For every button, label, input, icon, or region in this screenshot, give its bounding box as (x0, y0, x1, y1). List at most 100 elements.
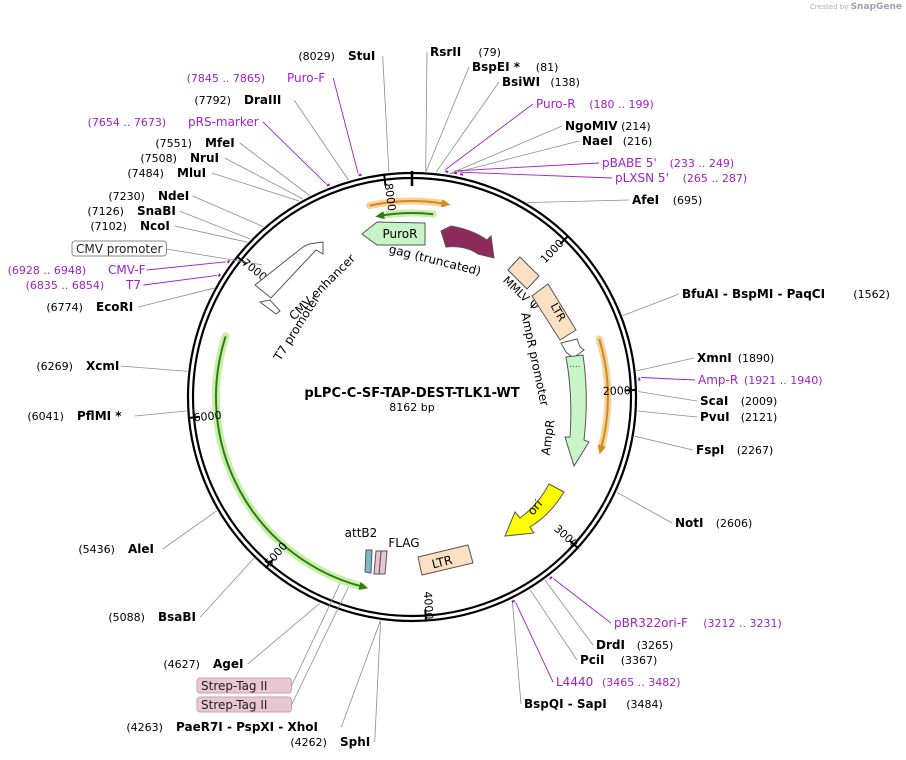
enzyme-leader (511, 599, 522, 705)
primer-name: pRS-marker (188, 115, 259, 129)
enzyme-name: NotI (675, 516, 704, 530)
enzyme-leader (179, 210, 251, 240)
primer-name: pBR322ori-F (614, 616, 688, 630)
enzyme-coord: (5088) (108, 611, 145, 624)
enzyme-leader (435, 81, 500, 173)
enzyme-leader (637, 410, 698, 418)
primer-amp-r[interactable]: Amp-R(1921 .. 1940) (638, 373, 823, 387)
primer-puro-f[interactable]: (7845 .. 7865)Puro-F (187, 71, 362, 177)
enzyme-name: MluI (177, 166, 206, 180)
tick-label-6000: 6000 (193, 409, 222, 425)
enzyme-name: NaeI (582, 134, 613, 148)
enzyme-name: BspQI - SapI (524, 697, 607, 711)
primer-pbr322ori-f[interactable]: pBR322ori-F (3212 .. 3231) (548, 576, 782, 630)
enzyme-leader (637, 391, 698, 402)
enzyme-site-noti[interactable]: NotI (2606) (616, 491, 753, 530)
enzyme-leader (162, 510, 217, 550)
enzyme-name: SphI (340, 735, 370, 749)
enzyme-site-rsrii[interactable]: RsrII(79) (425, 45, 501, 172)
enzyme-site-bspei-[interactable]: BspEI *(81) (425, 60, 558, 172)
enzyme-site-bspqi-sapi[interactable]: BspQI - SapI(3484) (511, 599, 663, 711)
enzyme-site-ndei[interactable]: (7230)NdeI (108, 189, 264, 228)
feature-box-leader (291, 586, 349, 706)
primer-cmv-f[interactable]: (6928 .. 6948)CMV-F (8, 259, 231, 277)
primer-l4440[interactable]: L4440(3465 .. 3482) (511, 599, 681, 689)
enzyme-site-mfei[interactable]: (7551)MfeI (155, 136, 310, 196)
enzyme-site-fspi[interactable]: FspI(2267) (634, 435, 774, 457)
primer-leader (146, 261, 227, 271)
enzyme-site-bsabi[interactable]: (5088) BsaBI (108, 558, 255, 624)
primer-leader (262, 121, 327, 185)
primer-t7[interactable]: (6835 .. 6854)T7 (26, 273, 221, 292)
enzyme-coord: (6269) (36, 360, 73, 373)
enzyme-site-pcii[interactable]: PciI(3367) (529, 589, 658, 667)
primer-name: CMV-F (108, 263, 146, 277)
enzyme-leader (120, 365, 188, 372)
enzyme-site-ecori[interactable]: (6774)EcoRI (46, 287, 214, 314)
enzyme-leader (425, 51, 428, 172)
enzyme-coord: (695) (673, 194, 703, 207)
enzyme-coord: (8029) (298, 50, 335, 63)
enzyme-leader (138, 287, 214, 308)
boxed-feature-strep-tag-ii[interactable]: Strep-Tag II (196, 583, 341, 694)
enzyme-leader (239, 142, 310, 196)
feature-ampr-promoter-label: AmpR promoter (518, 311, 552, 407)
enzyme-site-ngomiv[interactable]: NgoMIV(214) (448, 119, 651, 175)
enzyme-name: XmnI (697, 351, 732, 365)
enzyme-site-xcmi[interactable]: (6269)XcmI (36, 359, 188, 373)
boxed-feature-cmv-promoter[interactable]: CMV promoter (71, 240, 263, 266)
orf-head-left (358, 582, 369, 590)
enzyme-site-bfuai-bspmi-paqci[interactable]: BfuAI - BspMI - PaqCI(1562) (622, 287, 890, 316)
enzyme-site-xmni[interactable]: XmnI(1890) (636, 351, 775, 372)
enzyme-coord: (7792) (194, 94, 231, 107)
primer-mark (326, 183, 331, 187)
enzyme-site-snabi[interactable]: (7126)SnaBI (87, 204, 251, 240)
enzyme-coord: (7102) (90, 220, 127, 233)
primer-plxsn-5-[interactable]: pLXSN 5'(265 .. 287) (459, 171, 747, 185)
snapgene-brand: Created by SnapGene (810, 2, 902, 12)
primer-range: (3212 .. 3231) (703, 617, 782, 630)
enzyme-name: RsrII (430, 45, 461, 59)
enzyme-coord: (3367) (621, 654, 658, 667)
enzyme-site-draiii[interactable]: (7792)DraIII (194, 93, 349, 181)
enzyme-coord: (2009) (741, 395, 778, 408)
primer-pbabe-5-[interactable]: pBABE 5'(233 .. 249) (453, 156, 734, 175)
primer-name: T7 (125, 278, 141, 292)
enzyme-site-afei[interactable]: AfeI(695) (527, 193, 702, 207)
primer-puro-r[interactable]: Puro-R(180 .. 199) (445, 97, 654, 173)
enzyme-site-bsiwi[interactable]: BsiWI(138) (435, 75, 580, 173)
orf-arc-top (369, 200, 444, 207)
enzyme-site-nrui[interactable]: (7508)NruI (140, 151, 304, 200)
enzyme-site-mlui[interactable]: (7484)MluI (127, 166, 300, 202)
boxed-feature-strep-tag-ii[interactable]: Strep-Tag II (196, 586, 349, 713)
primer-mark (358, 173, 362, 177)
enzyme-site-agei[interactable]: (4627)AgeI (163, 602, 321, 671)
enzyme-coord: (7508) (140, 152, 177, 165)
primer-mark (459, 173, 464, 176)
label-layer: RsrII(79)BspEI *(81)BsiWI(138)NgoMIV(214… (8, 45, 890, 749)
enzyme-site-pvui[interactable]: PvuI(2121) (637, 410, 778, 424)
enzyme-site-drdi[interactable]: DrdI(3265) (544, 579, 673, 652)
primer-leader (143, 274, 217, 286)
enzyme-name: EcoRI (96, 300, 133, 314)
enzyme-site-stui[interactable]: (8029)StuI (298, 49, 390, 173)
enzyme-coord: (4627) (163, 658, 200, 671)
primer-name: L4440 (556, 675, 593, 689)
primer-name: Puro-R (536, 97, 576, 111)
enzyme-site-scai[interactable]: ScaI(2009) (637, 391, 778, 409)
enzyme-coord: (2606) (716, 517, 753, 530)
enzyme-site-alei[interactable]: (5436)AleI (78, 510, 217, 556)
enzyme-site-naei[interactable]: NaeI(216) (449, 134, 652, 175)
enzyme-site-ncoi[interactable]: (7102)NcoI (90, 219, 248, 243)
orf-arc-right (598, 338, 609, 448)
feature-ampr-arrow (564, 354, 590, 468)
enzyme-site-pflmi-[interactable]: (6041)PflMI * (27, 409, 187, 423)
enzyme-site-paer7i-pspxi-xhoi[interactable]: (4263)PaeR7I - PspXI - XhoI (126, 620, 381, 734)
enzyme-name: BsaBI (158, 610, 196, 624)
enzyme-coord: (7551) (155, 137, 192, 150)
primer-prs-marker[interactable]: (7654 .. 7673)pRS-marker (88, 115, 331, 187)
enzyme-leader (634, 435, 694, 451)
primer-mark (445, 170, 449, 173)
feature-flag-label: FLAG (388, 536, 419, 550)
enzyme-site-sphi[interactable]: (4262)SphI (290, 620, 381, 749)
